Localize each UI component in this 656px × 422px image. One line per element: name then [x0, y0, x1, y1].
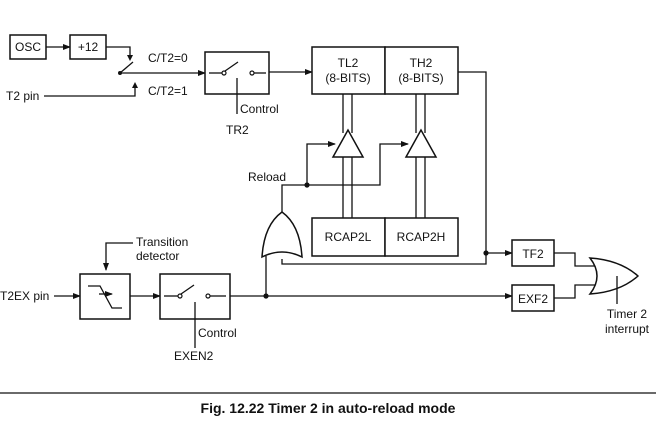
- tl2-bits-label: (8-BITS): [325, 71, 370, 85]
- tl2-reload-buffer: [331, 128, 365, 158]
- tf2-label: TF2: [522, 247, 544, 261]
- exf2-to-interrupt-or-wire: [554, 284, 596, 299]
- ct2-zero-label: C/T2=0: [148, 51, 188, 65]
- reload-label: Reload: [248, 170, 286, 184]
- ct2-switch-blade: [119, 61, 134, 74]
- rcap2h-box: [384, 217, 459, 257]
- figure-caption: Fig. 12.22 Timer 2 in auto-reload mode: [201, 400, 456, 416]
- exen2-label: EXEN2: [174, 349, 214, 363]
- tr2-switch-blade: [224, 61, 239, 72]
- reload-to-th2-buffer-wire: [307, 141, 409, 186]
- t2-pin-wire: [44, 84, 136, 97]
- interrupt-or-gate: [588, 257, 640, 295]
- th2-bits-label: (8-BITS): [398, 71, 443, 85]
- reload-to-tl2-buffer-wire: [306, 141, 336, 185]
- reload-wire: [281, 184, 307, 212]
- osc-label: OSC: [15, 40, 41, 54]
- tr2-label: TR2: [226, 123, 249, 137]
- osc-box: [9, 34, 47, 60]
- ct2-one-label: C/T2=1: [148, 84, 188, 98]
- tl2-label: TL2: [338, 56, 359, 70]
- t2-pin-label: T2 pin: [6, 89, 39, 103]
- timer2-interrupt-label: Timer 2: [607, 307, 648, 321]
- th2-label: TH2: [410, 56, 433, 70]
- transition-edge-symbol: [88, 285, 122, 309]
- tl2-box: [311, 46, 386, 95]
- transition-pointer: [103, 242, 133, 271]
- divider-label: +12: [78, 40, 99, 54]
- reload-or-gate: [261, 211, 303, 259]
- transition-detector-label: detector: [136, 249, 179, 263]
- divider-to-switch-wire: [106, 46, 131, 55]
- exen2-switch-blade: [180, 284, 195, 295]
- tf2-to-interrupt-or-wire: [554, 252, 596, 267]
- rcap2l-label: RCAP2L: [325, 230, 372, 244]
- timer2-interrupt-sub-label: interrupt: [605, 322, 650, 336]
- overflow-to-or-wire: [281, 253, 487, 265]
- rcap2h-label: RCAP2H: [397, 230, 446, 244]
- th2-reload-buffer: [404, 128, 438, 158]
- th2-box: [384, 46, 459, 95]
- rcap2l-box: [311, 217, 386, 257]
- exf2-box: [511, 284, 555, 312]
- overflow-to-tf2-wire: [458, 71, 513, 256]
- tf2-box: [511, 239, 555, 267]
- t2ex-pin-label: T2EX pin: [0, 289, 49, 303]
- transition-label: Transition: [136, 235, 188, 249]
- tr2-control-label: Control: [240, 102, 279, 116]
- exf2-label: EXF2: [518, 292, 548, 306]
- exen2-control-label: Control: [198, 326, 237, 340]
